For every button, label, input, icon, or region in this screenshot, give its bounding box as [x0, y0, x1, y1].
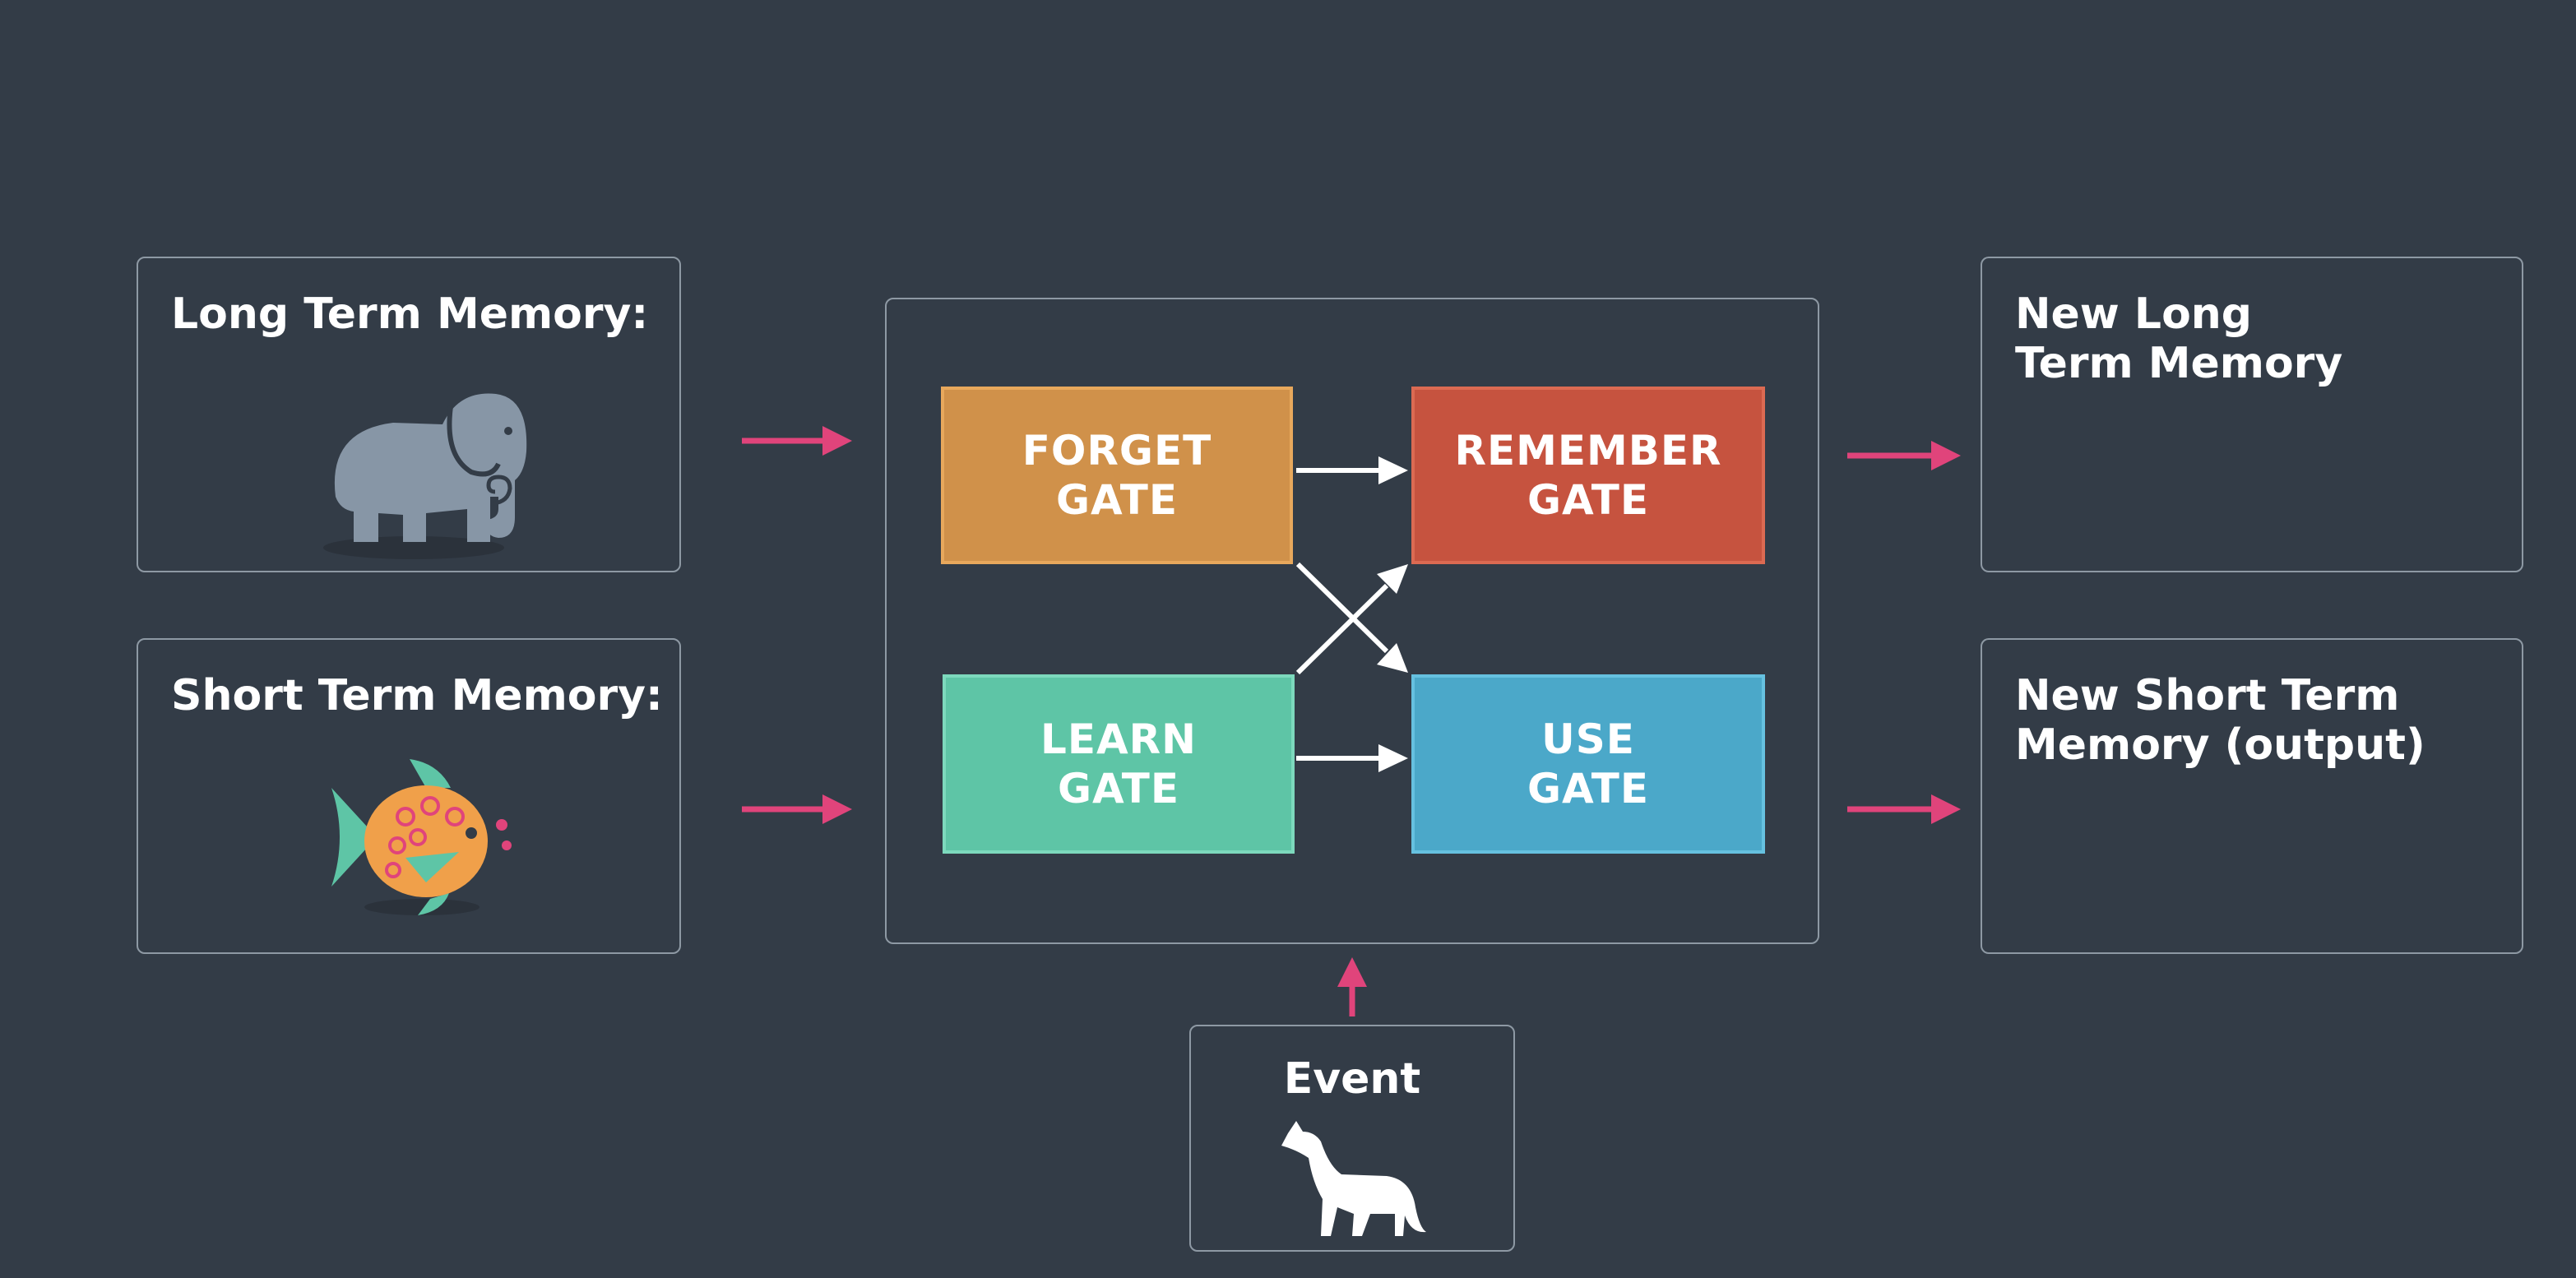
- arrow-learn-to-remember: [1295, 564, 1408, 675]
- input-arrow-short-term: [742, 794, 852, 824]
- arrow-forget-to-remember: [1296, 456, 1408, 484]
- learn-gate: LEARN GATE: [943, 674, 1295, 854]
- output-arrow-short-term: [1847, 794, 1961, 824]
- event-panel: Event: [1189, 1025, 1515, 1252]
- elephant-icon: [323, 393, 527, 559]
- new-short-term-memory-label: New Short Term Memory (output): [2015, 671, 2425, 770]
- wolf-icon: [1281, 1121, 1426, 1236]
- arrow-learn-to-use: [1296, 744, 1408, 772]
- new-long-term-memory-label: New Long Term Memory: [2015, 289, 2343, 388]
- input-arrow-long-term: [742, 426, 852, 456]
- lstm-gates-panel: [885, 298, 1819, 944]
- short-term-memory-label: Short Term Memory:: [171, 671, 663, 720]
- remember-gate: REMEMBER GATE: [1411, 387, 1765, 564]
- forget-gate: FORGET GATE: [941, 387, 1293, 564]
- use-gate: USE GATE: [1411, 674, 1765, 854]
- new-short-term-memory-panel: New Short Term Memory (output): [1981, 638, 2523, 954]
- input-arrow-event: [1337, 957, 1367, 1016]
- short-term-memory-panel: Short Term Memory:: [137, 638, 681, 954]
- fish-icon: [331, 759, 512, 915]
- event-label: Event: [1283, 1054, 1421, 1104]
- new-long-term-memory-panel: New Long Term Memory: [1981, 257, 2523, 572]
- long-term-memory-label: Long Term Memory:: [171, 289, 649, 339]
- output-arrow-long-term: [1847, 441, 1961, 470]
- long-term-memory-panel: Long Term Memory:: [137, 257, 681, 572]
- arrow-forget-to-use: [1295, 562, 1408, 673]
